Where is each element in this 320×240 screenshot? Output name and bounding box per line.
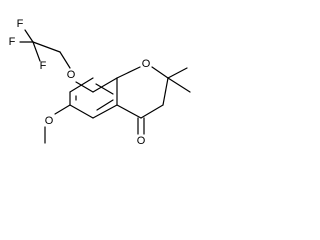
bond-aromatic-double-2 xyxy=(96,99,114,111)
bond-c6-o xyxy=(54,104,71,115)
bond-c5-c6 xyxy=(69,104,94,119)
atom-o-trifluoroethoxy: O xyxy=(67,69,76,81)
bond-c2-c3 xyxy=(162,77,169,106)
bond-c-f3 xyxy=(32,41,41,62)
atom-labels: F F F O O O O xyxy=(9,18,151,147)
atom-f-left: F xyxy=(9,36,16,48)
atom-o-ring: O xyxy=(142,58,151,70)
bond-c2-methyl-a xyxy=(167,67,188,79)
bond-o1-c2 xyxy=(151,66,169,79)
bond-c2-methyl-b xyxy=(167,77,191,93)
atom-o-methoxy: O xyxy=(45,115,54,127)
bond-c7-c8 xyxy=(69,77,94,93)
bond-o-c7 xyxy=(75,81,94,93)
bond-c8-c8a xyxy=(92,77,118,93)
bond-c4-c4a xyxy=(116,104,142,119)
bond-c3-c4 xyxy=(140,104,164,119)
bond-ch2-o xyxy=(59,51,71,69)
bond-aromatic-double-1 xyxy=(95,83,114,95)
bond-cf3-ch2 xyxy=(32,41,61,53)
bond-c4a-c5 xyxy=(92,104,118,119)
bond-c8a-o1 xyxy=(116,66,141,79)
atom-o-ketone: O xyxy=(137,135,146,147)
atom-f-bottom: F xyxy=(40,60,47,72)
bonds xyxy=(19,29,191,144)
chemical-structure: F F F O O O O xyxy=(9,18,191,147)
bond-c-f1 xyxy=(24,29,34,43)
atom-f-top: F xyxy=(17,18,24,30)
